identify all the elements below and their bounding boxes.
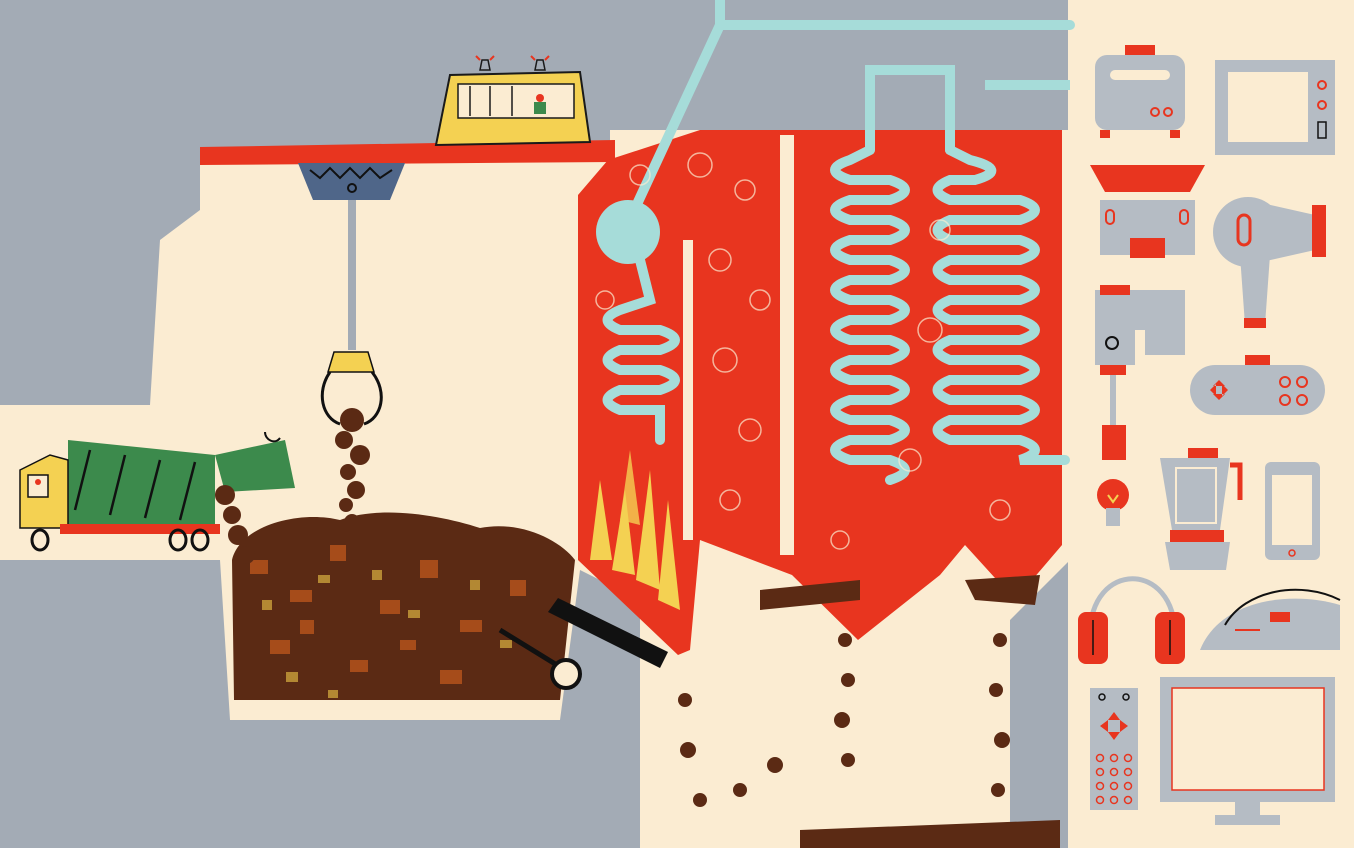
toaster-icon (1095, 45, 1185, 138)
kitchen-scale-icon (1090, 165, 1205, 258)
waste-bunker (232, 512, 575, 700)
microwave-icon (1215, 60, 1335, 155)
smartphone-icon (1265, 462, 1320, 560)
steam-drum (596, 200, 660, 264)
remote-control-icon (1090, 688, 1138, 810)
